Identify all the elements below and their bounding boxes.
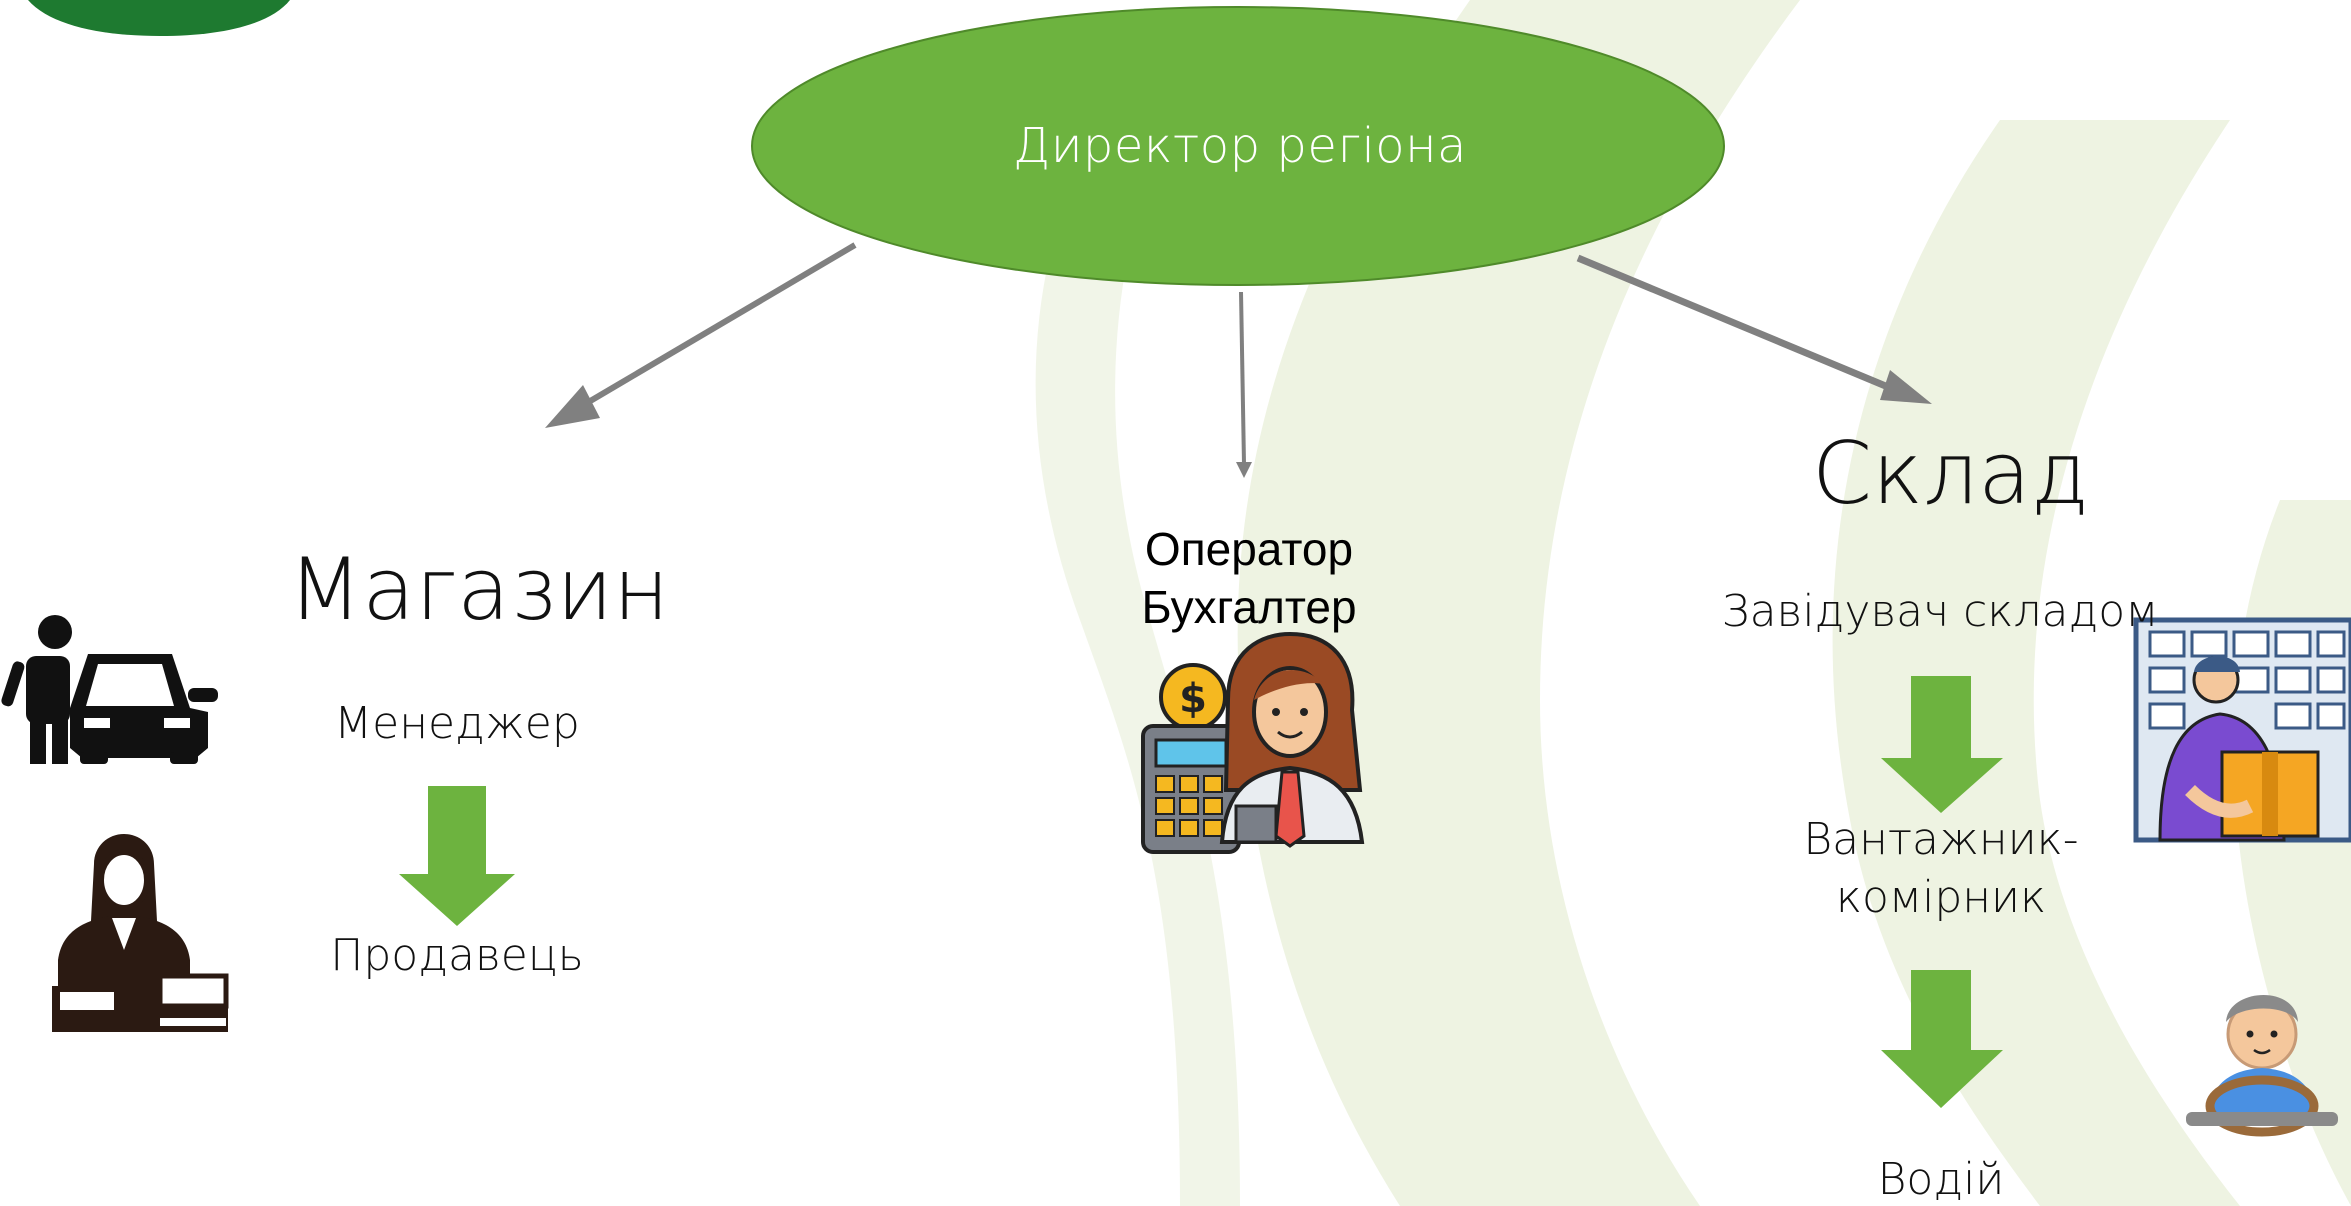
root-node-ellipse <box>751 6 1725 286</box>
saleswoman-icon <box>52 834 229 1032</box>
arrow-to-shop <box>573 242 857 413</box>
role-driver: Водій <box>1877 1154 2005 1205</box>
role-operator: Оператор <box>1144 523 1354 575</box>
arrow-to-warehouse <box>1576 254 1902 396</box>
arrow-head-shop <box>545 385 600 428</box>
down-arrow-shop <box>399 786 515 926</box>
arrow-head-warehouse <box>1880 370 1932 404</box>
down-arrow-warehouse-2 <box>1881 970 2003 1108</box>
logo-icon <box>28 0 290 36</box>
role-loader-line1: Вантажник- <box>1803 814 2079 865</box>
driver-icon <box>2186 994 2338 1137</box>
flow-arrows <box>399 676 2003 1108</box>
role-seller: Продавець <box>330 930 584 981</box>
role-loader-line2: комірник <box>1835 872 2047 923</box>
down-arrow-warehouse-1 <box>1881 676 2003 813</box>
arrow-head-office <box>1236 462 1252 478</box>
warehouse-worker-icon <box>2133 617 2351 843</box>
accountant-icon: $ <box>1141 631 1365 854</box>
arrow-to-office <box>1239 291 1246 465</box>
role-warehouse-head: Завідувач складом <box>1721 586 2159 637</box>
shop-title: Магазин <box>288 540 670 640</box>
connectors <box>545 242 1932 478</box>
role-accountant: Бухгалтер <box>1141 581 1357 633</box>
root-node-label: Директор регіона <box>1013 118 1467 174</box>
svg-text:$: $ <box>1179 676 1207 722</box>
role-manager: Менеджер <box>334 698 580 749</box>
warehouse-title: Склад <box>1812 424 2090 524</box>
